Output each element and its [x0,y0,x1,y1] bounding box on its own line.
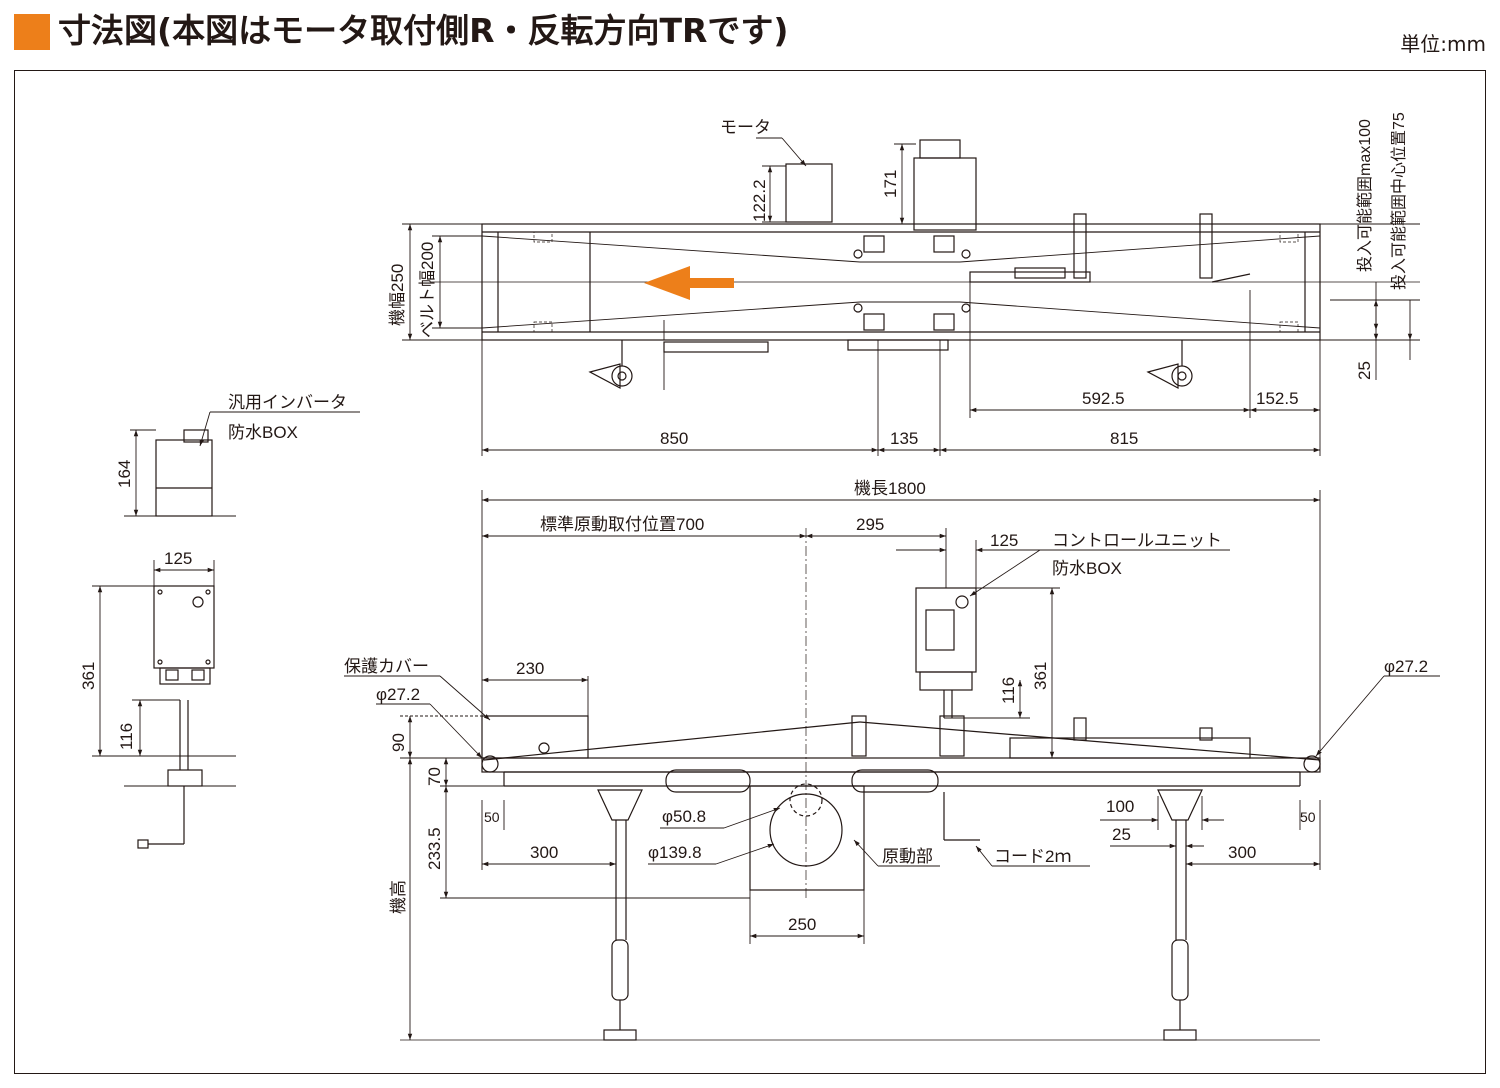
motor-label: モータ [720,118,771,137]
phi-right-label: φ27.2 [1384,657,1428,676]
dim-815: 815 [1110,429,1138,448]
side-dim-50-left: 50 [484,809,500,825]
control-unit-box [915,587,977,673]
drawing-frame [14,70,1486,1074]
control-unit-screw-icon [955,595,969,609]
top-view-dimensions [402,137,1420,456]
phi-139-8-label: φ139.8 [648,843,702,862]
belt-width-label: ベルト幅200 [418,242,437,338]
drive-label: 原動部 [882,847,933,866]
side-dim-116: 116 [999,677,1018,704]
page-title: 寸法図(本図はモータ取付側R・反転方向TRです) [58,11,789,50]
dim-850: 850 [660,429,688,448]
side-dim-90: 90 [389,733,408,752]
insert-range-max-label: 投入可能範囲max100 [1356,119,1374,272]
insert-range-center-label: 投入可能範囲中心位置75 [1390,112,1408,290]
dim-25-top: 25 [1355,361,1374,380]
cord-label: コード2ｍ [994,847,1071,866]
header: 寸法図(本図はモータ取付側R・反転方向TRです) 単位:mm [0,0,1500,62]
title-square-icon [14,14,50,50]
motor-box-b [913,157,977,231]
side-dim-230: 230 [516,659,544,678]
inverter-label-2: 防水BOX [228,423,298,442]
motor-box-a [785,163,833,223]
inverter-box-front [153,585,215,669]
foot-adjuster-right-icon [1171,365,1193,387]
inv-dim-116: 116 [117,723,136,750]
side-view-dimensions [344,490,1440,1040]
drive-unit [749,785,865,891]
machine-height-label: 機高 [389,880,408,914]
inv-dim-164: 164 [115,460,134,488]
std-drive-position-label: 標準原動取付位置700 [540,515,704,534]
pulley-left-icon [481,755,499,773]
inv-dim-125: 125 [164,549,192,568]
side-dim-300-left: 300 [530,843,558,862]
foot-adjuster-left-icon [611,365,633,387]
side-dim-25: 25 [1112,825,1131,844]
side-dim-250: 250 [788,915,816,934]
inverter-screw-icon [192,596,204,608]
unit-label: 単位:mm [1400,32,1486,56]
inv-dim-361: 361 [79,662,98,690]
top-view [430,139,1420,389]
dim-152-5: 152.5 [1256,389,1299,408]
side-dim-361: 361 [1031,662,1050,690]
inverter-labels: 汎用インバータ 防水BOX 164 125 361 116 [79,393,347,750]
side-dim-295: 295 [856,515,884,534]
phi-left-label: φ27.2 [376,685,420,704]
pulley-right-icon [1303,755,1321,773]
control-unit-label-2: 防水BOX [1052,559,1122,578]
dim-592-5: 592.5 [1082,389,1125,408]
side-view-labels: 機長1800 標準原動取付位置700 295 125 コントロールユニット 防水… [344,479,1428,934]
side-dim-125: 125 [990,531,1018,550]
direction-arrow-icon [644,266,734,300]
machine-width-label: 機幅250 [388,264,407,326]
side-dim-50-right: 50 [1300,809,1316,825]
dim-171: 171 [881,170,900,198]
side-dim-233-5: 233.5 [425,827,444,870]
side-view [400,587,1321,1041]
top-view-labels: モータ 122.2 171 機幅250 ベルト幅200 投入可能範囲max100… [388,112,1408,448]
phi-50-8-label: φ50.8 [662,807,706,826]
side-dim-100: 100 [1106,797,1134,816]
cover-label: 保護カバー [344,657,429,676]
inverter-box [137,429,215,849]
side-dim-300-right: 300 [1228,843,1256,862]
protective-cover [481,715,589,759]
dim-122-2: 122.2 [750,179,769,222]
dim-135: 135 [890,429,918,448]
control-unit-label-1: コントロールユニット [1052,531,1222,550]
machine-length-label: 機長1800 [854,479,926,498]
inverter-label-1: 汎用インバータ [228,393,347,412]
side-dim-70: 70 [425,767,444,786]
inverter-dimensions [92,411,360,787]
